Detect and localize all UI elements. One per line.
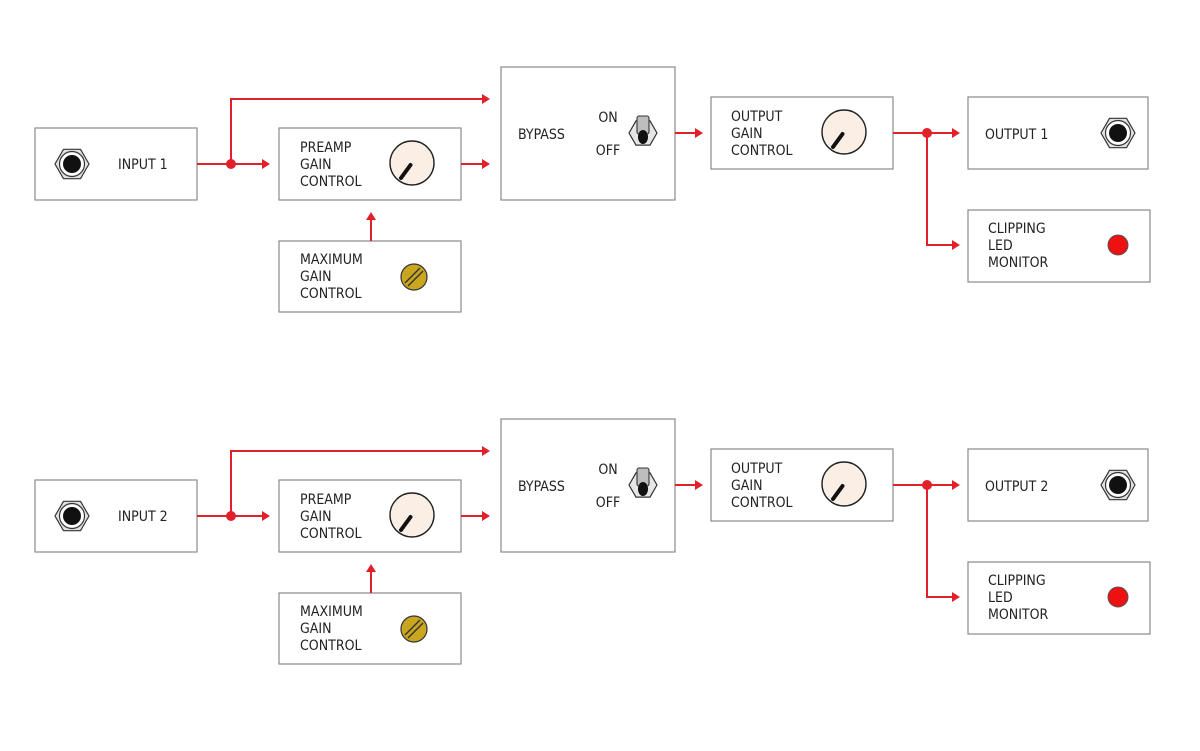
- arrow-head: [952, 592, 960, 602]
- signal-wire: [230, 450, 482, 516]
- output-gain-label-line: CONTROL: [731, 143, 793, 159]
- knob-icon: [389, 492, 435, 538]
- toggle-switch-icon: [628, 115, 658, 146]
- arrow-head: [482, 511, 490, 521]
- signal-wire: [926, 485, 952, 598]
- input-block: INPUT 2: [34, 479, 198, 553]
- led-icon: [1107, 586, 1129, 608]
- output-gain-label-line: GAIN: [731, 126, 763, 142]
- jack-icon: [54, 148, 90, 180]
- signal-path: [197, 94, 960, 250]
- bypass-label: BYPASS: [518, 127, 565, 143]
- knob-icon: [821, 109, 867, 155]
- arrow-head: [695, 128, 703, 138]
- junction-dot: [226, 511, 236, 521]
- output-gain-label-line: OUTPUT: [731, 461, 783, 477]
- clipping-label-line: CLIPPING: [988, 221, 1046, 237]
- output-block: OUTPUT 2: [967, 448, 1149, 522]
- arrow-head: [952, 480, 960, 490]
- bypass-on-label: ON: [598, 110, 617, 126]
- arrow-head: [482, 446, 490, 456]
- toggle-switch-icon: [628, 467, 658, 498]
- arrow-head: [366, 212, 376, 220]
- jack-icon: [1100, 117, 1136, 149]
- bypass-off-label: OFF: [596, 495, 620, 511]
- arrow-head: [952, 128, 960, 138]
- clipping-label-line: CLIPPING: [988, 573, 1046, 589]
- preamp-label-line: GAIN: [300, 157, 332, 173]
- clipping-label-line: LED: [988, 590, 1013, 606]
- led-icon: [1107, 234, 1129, 256]
- jack-icon: [54, 500, 90, 532]
- signal-wire: [926, 133, 952, 246]
- preamp-label-line: CONTROL: [300, 526, 362, 542]
- arrow-head: [262, 511, 270, 521]
- clipping-label-line: MONITOR: [988, 607, 1049, 623]
- bypass-block: BYPASS ON OFF: [500, 418, 676, 553]
- knob-icon: [821, 461, 867, 507]
- trim-pot-icon: [400, 615, 428, 643]
- signal-wire: [230, 98, 482, 164]
- input-label: INPUT 2: [118, 509, 168, 525]
- output-block: OUTPUT 1: [967, 96, 1149, 170]
- bypass-block: BYPASS ON OFF: [500, 66, 676, 201]
- input-label: INPUT 1: [118, 157, 168, 173]
- bypass-on-label: ON: [598, 462, 617, 478]
- trim-pot-icon: [400, 263, 428, 291]
- junction-dot: [226, 159, 236, 169]
- maximum-gain-label-line: CONTROL: [300, 638, 362, 654]
- channel-1: INPUT 1PREAMPGAINCONTROLMAXIMUMGAINCONTR…: [34, 66, 1151, 313]
- output-gain-label-line: OUTPUT: [731, 109, 783, 125]
- maximum-gain-label-line: MAXIMUM: [300, 604, 363, 620]
- arrow-head: [482, 159, 490, 169]
- output-gain-label-line: GAIN: [731, 478, 763, 494]
- maximum-gain-label-line: CONTROL: [300, 286, 362, 302]
- output-label: OUTPUT 1: [985, 127, 1048, 143]
- clipping-label-line: MONITOR: [988, 255, 1049, 271]
- maximum-gain-box: [278, 592, 462, 665]
- junction-dot: [922, 128, 932, 138]
- output-label: OUTPUT 2: [985, 479, 1048, 495]
- output-gain-label-line: CONTROL: [731, 495, 793, 511]
- arrow-head: [695, 480, 703, 490]
- preamp-label-line: PREAMP: [300, 492, 352, 508]
- channel-2: INPUT 2PREAMPGAINCONTROLMAXIMUMGAINCONTR…: [34, 418, 1151, 665]
- arrow-head: [482, 94, 490, 104]
- junction-dot: [922, 480, 932, 490]
- knob-icon: [389, 140, 435, 186]
- preamp-label-line: GAIN: [300, 509, 332, 525]
- preamp-label-line: PREAMP: [300, 140, 352, 156]
- maximum-gain-box: [278, 240, 462, 313]
- output-gain-box: [710, 448, 894, 522]
- bypass-off-label: OFF: [596, 143, 620, 159]
- maximum-gain-label-line: MAXIMUM: [300, 252, 363, 268]
- arrow-head: [366, 564, 376, 572]
- jack-icon: [1100, 469, 1136, 501]
- signal-path: [197, 446, 960, 602]
- bypass-label: BYPASS: [518, 479, 565, 495]
- arrow-head: [262, 159, 270, 169]
- clipping-label-line: LED: [988, 238, 1013, 254]
- arrow-head: [952, 240, 960, 250]
- input-block: INPUT 1: [34, 127, 198, 201]
- preamp-label-line: CONTROL: [300, 174, 362, 190]
- maximum-gain-label-line: GAIN: [300, 269, 332, 285]
- maximum-gain-label-line: GAIN: [300, 621, 332, 637]
